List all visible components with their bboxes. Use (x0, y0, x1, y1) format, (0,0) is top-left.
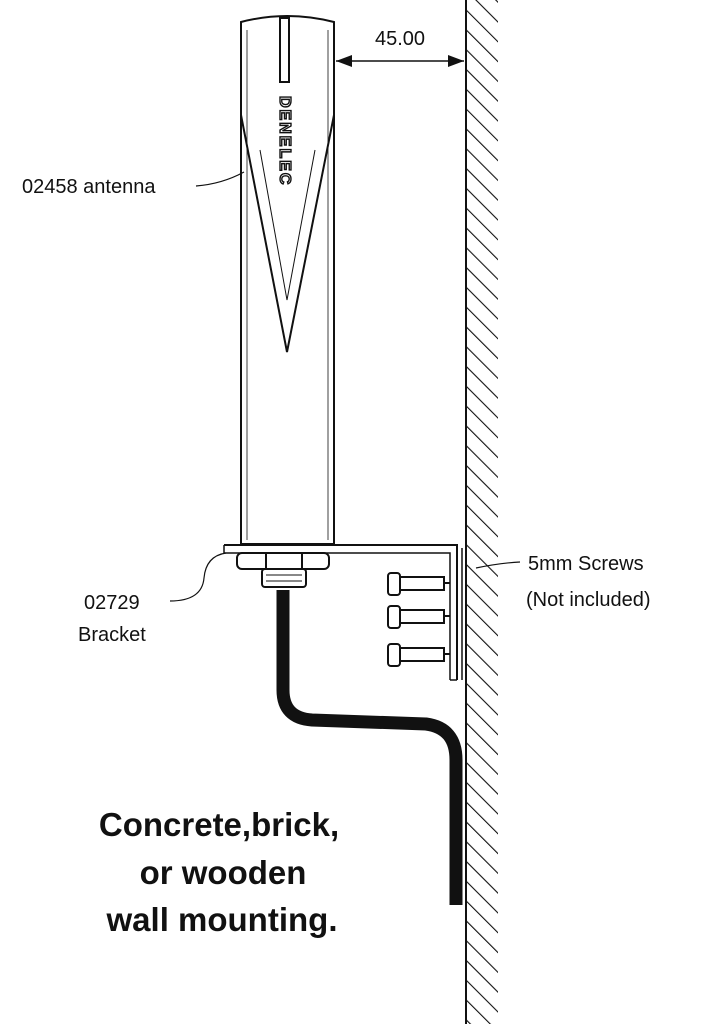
caption-line-2: or wooden (140, 854, 307, 891)
bracket-label-number: 02729 (84, 592, 140, 614)
screw (387, 605, 450, 629)
dimension-line (336, 55, 464, 67)
screws-leader (475, 561, 521, 569)
wall (465, 0, 498, 1024)
screws-label-size: 5mm Screws (528, 553, 644, 575)
antenna-body (240, 15, 335, 545)
bracket-label-name: Bracket (78, 624, 146, 646)
screw (387, 572, 450, 596)
antenna-label: 02458 antenna (22, 176, 156, 198)
caption-line-1: Concrete,brick, (99, 806, 339, 843)
screw (387, 643, 450, 667)
mounting-nut (236, 552, 330, 588)
screws-label-note: (Not included) (526, 589, 651, 611)
antenna-leader (195, 171, 245, 187)
bracket-leader (169, 552, 227, 602)
dimension-label: 45.00 (375, 28, 425, 50)
antenna-cable (276, 590, 463, 905)
caption-line-3: wall mounting. (106, 901, 338, 938)
brand-logo: DENELEC (276, 96, 293, 186)
